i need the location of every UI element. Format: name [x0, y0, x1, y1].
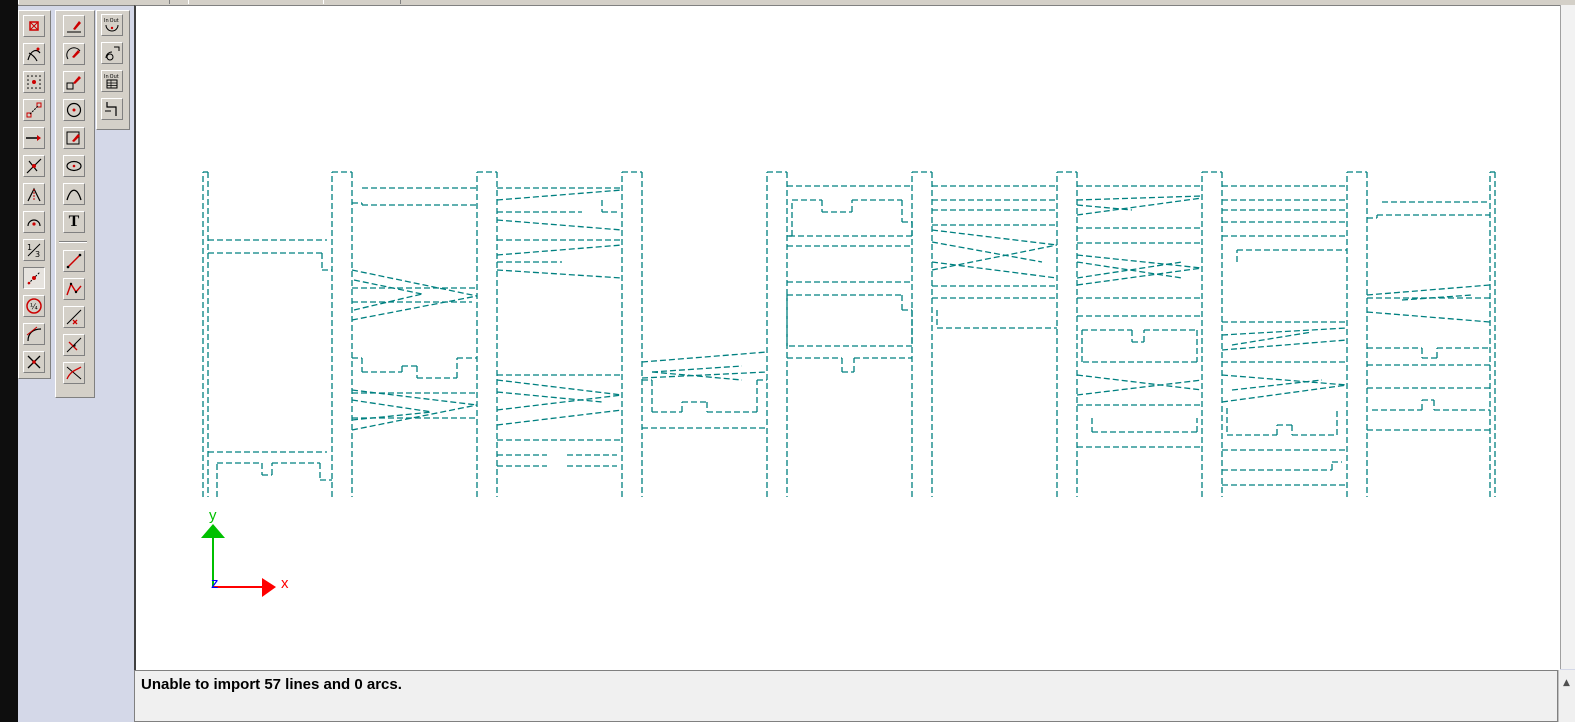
status-pane: Unable to import 57 lines and 0 arcs.: [134, 670, 1558, 722]
center-mark-icon[interactable]: [23, 15, 45, 37]
tangent-arc-icon[interactable]: [23, 323, 45, 345]
slanted-line: [496, 269, 623, 279]
connect-points-icon[interactable]: [23, 99, 45, 121]
inout-label: In Out: [104, 74, 119, 80]
slanted-line: [1221, 374, 1348, 386]
point-grid-icon[interactable]: [23, 71, 45, 93]
slanted-line: [351, 269, 478, 297]
text-tool-label: T: [68, 213, 80, 230]
slanted-line: [1076, 374, 1203, 391]
slanted-line: [1231, 331, 1313, 346]
x-axis-arrow-icon: [262, 578, 276, 597]
y-axis-arrow-icon: [201, 524, 225, 538]
line-icon[interactable]: [63, 250, 85, 272]
edit-shape-icon[interactable]: [63, 127, 85, 149]
slanted-line: [1221, 327, 1348, 336]
slanted-line: [1231, 379, 1323, 391]
slanted-line: [651, 371, 743, 381]
inout-table-icon[interactable]: In Out: [101, 70, 123, 92]
slanted-line: [1076, 197, 1203, 216]
perpendicular-icon[interactable]: [63, 334, 85, 356]
slanted-line: [351, 404, 478, 431]
svg-text:3: 3: [35, 250, 40, 259]
slanted-line: [641, 371, 768, 379]
status-scrollbar[interactable]: ▲: [1558, 670, 1575, 722]
delete-line-icon[interactable]: [63, 306, 85, 328]
trim-curve-icon[interactable]: [23, 43, 45, 65]
text-icon[interactable]: T: [63, 211, 85, 233]
curve-icon[interactable]: [63, 183, 85, 205]
intersect-icon[interactable]: [23, 155, 45, 177]
slanted-line: [351, 399, 433, 413]
toolbar-separator: [59, 241, 87, 243]
scroll-up-arrow-icon[interactable]: ▲: [1563, 678, 1570, 688]
pencil-line-icon[interactable]: [63, 15, 85, 37]
slanted-line: [496, 189, 623, 201]
inout-toolbar: In Out In Out: [96, 10, 130, 130]
drawing-canvas[interactable]: x y z: [134, 5, 1560, 670]
inout-label: In Out: [104, 18, 119, 24]
slanted-line: [1221, 339, 1348, 351]
slanted-line: [353, 293, 423, 311]
circle-icon[interactable]: [63, 99, 85, 121]
status-message: Unable to import 57 lines and 0 arcs.: [141, 676, 402, 693]
ellipse-icon[interactable]: [63, 155, 85, 177]
slanted-line: [496, 409, 623, 426]
slanted-line: [1221, 384, 1348, 403]
drawing-svg: x y z: [201, 171, 1496, 597]
arc-radius-icon[interactable]: [101, 42, 123, 64]
draw-toolbar: T: [55, 10, 95, 398]
slanted-line: [496, 219, 623, 231]
slanted-line: [931, 244, 1058, 271]
slanted-line: [496, 244, 623, 256]
slanted-line: [931, 241, 1043, 263]
slanted-line: [1401, 294, 1473, 301]
active-snap-icon[interactable]: [23, 267, 45, 289]
extend-line-icon[interactable]: [23, 127, 45, 149]
slanted-line: [1076, 254, 1203, 269]
pencil-arc-icon[interactable]: [63, 43, 85, 65]
slanted-line: [651, 365, 743, 373]
slanted-line: [931, 229, 1058, 246]
slanted-line: [496, 379, 623, 396]
arc-center-icon[interactable]: [23, 211, 45, 233]
slanted-line: [496, 394, 623, 411]
svg-text:1: 1: [27, 243, 32, 252]
slanted-line: [496, 391, 603, 403]
slanted-line: [1076, 267, 1203, 286]
slanted-line: [641, 351, 768, 363]
pencil-point-icon[interactable]: [63, 71, 85, 93]
document-tab[interactable]: [188, 0, 324, 4]
slanted-line: [1076, 379, 1203, 396]
split-angle-icon[interactable]: [23, 183, 45, 205]
slanted-line: [931, 261, 1058, 279]
scale-fraction-icon[interactable]: ¼: [23, 295, 45, 317]
slanted-line: [351, 411, 433, 421]
slanted-line: [353, 279, 423, 295]
slanted-line: [351, 295, 478, 321]
y-axis-label: y: [209, 507, 217, 524]
inout-arc-icon[interactable]: In Out: [101, 14, 123, 36]
slanted-line: [1076, 204, 1133, 211]
x-axis-label: x: [281, 575, 289, 592]
cross-delete-icon[interactable]: [23, 351, 45, 373]
document-tab[interactable]: [323, 0, 401, 4]
z-axis-label: z: [211, 575, 219, 592]
step-path-icon[interactable]: [101, 98, 123, 120]
svg-text:¼: ¼: [30, 302, 38, 311]
slanted-line: [1366, 284, 1491, 296]
polyline-icon[interactable]: [63, 278, 85, 300]
document-tab[interactable]: [18, 0, 170, 4]
canvas-ruler: [1560, 5, 1575, 669]
tangent-curve-icon[interactable]: [63, 362, 85, 384]
slanted-line: [1366, 311, 1491, 323]
slanted-line: [1076, 195, 1203, 201]
